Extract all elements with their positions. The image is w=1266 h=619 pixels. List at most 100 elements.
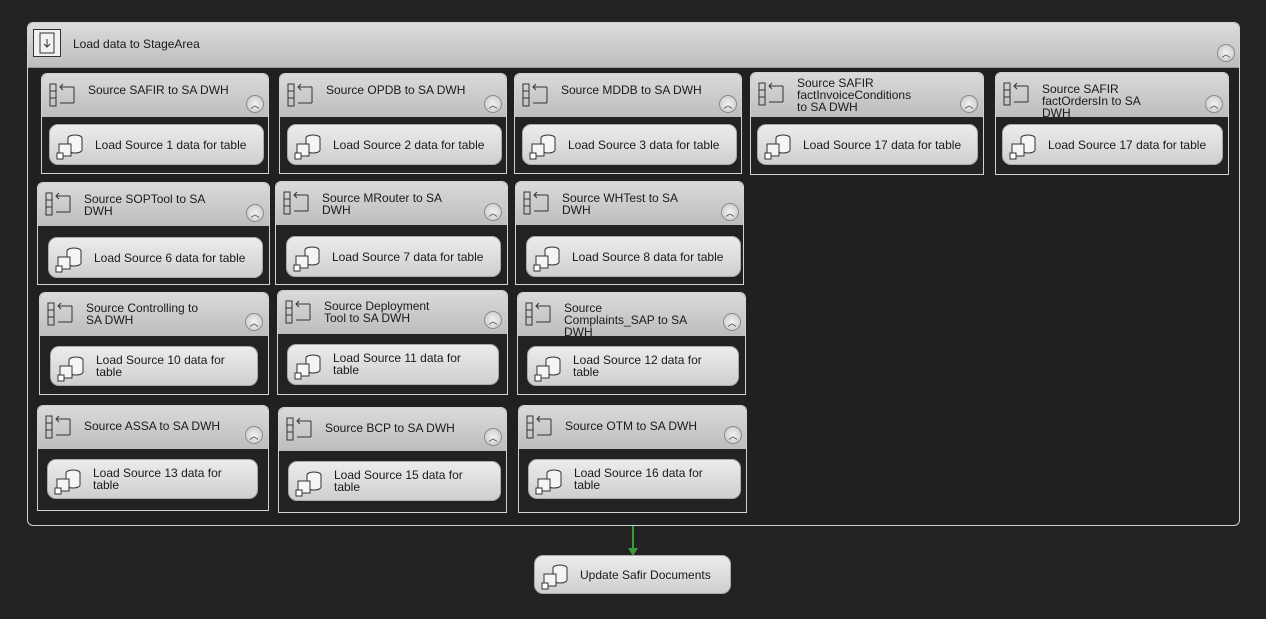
- task-label: Load Source 17 data for table: [1048, 138, 1207, 152]
- chevron-up-icon[interactable]: ︿: [719, 95, 737, 113]
- chevron-up-icon[interactable]: ︿: [721, 203, 739, 221]
- execute-sql-task[interactable]: Load Source 17 data for table: [1002, 124, 1223, 165]
- container-title: Source ASSA to SA DWH: [84, 419, 221, 433]
- chevron-up-icon[interactable]: ︿: [246, 95, 264, 113]
- task-label: Load Source 10 data for table: [96, 353, 225, 379]
- container-header[interactable]: Source OTM to SA DWH ︿: [519, 406, 746, 449]
- task-label: Update Safir Documents: [580, 568, 711, 582]
- precedence-constraint-arrow[interactable]: [626, 526, 640, 557]
- execute-sql-task[interactable]: Load Source 10 data for table: [50, 346, 258, 386]
- update-safir-documents-task[interactable]: Update Safir Documents: [534, 555, 731, 594]
- execute-sql-task[interactable]: Load Source 1 data for table: [49, 124, 264, 165]
- container-title: Source Deployment Tool to SA DWH: [324, 299, 430, 325]
- container-icon: [525, 302, 551, 326]
- container-icon: [522, 83, 548, 107]
- task-label: Load Source 16 data for table: [574, 466, 703, 492]
- container-source-opdb[interactable]: Source OPDB to SA DWH ︿ Load Source 2 da…: [279, 73, 507, 174]
- task-label: Load Source 6 data for table: [94, 251, 246, 265]
- chevron-up-icon[interactable]: ︿: [960, 95, 978, 113]
- container-title: Source WHTest to SA DWH: [562, 191, 678, 217]
- chevron-up-icon[interactable]: ︿: [246, 204, 264, 222]
- container-source-mrouter[interactable]: Source MRouter to SA DWH ︿ Load Source 7…: [275, 181, 508, 285]
- container-header[interactable]: Source Complaints_SAP to SA DWH ︿: [518, 293, 745, 338]
- container-source-assa[interactable]: Source ASSA to SA DWH ︿ Load Source 13 d…: [37, 405, 269, 511]
- execute-sql-task[interactable]: Load Source 15 data for table: [288, 461, 501, 501]
- task-label: Load Source 8 data for table: [572, 250, 724, 264]
- container-title: Source SAFIR to SA DWH: [88, 83, 229, 97]
- task-label: Load Source 7 data for table: [332, 250, 484, 264]
- sql-task-icon: [529, 134, 556, 160]
- container-header[interactable]: Source MDDB to SA DWH ︿: [515, 74, 741, 117]
- container-header[interactable]: Source OPDB to SA DWH ︿: [280, 74, 506, 117]
- sql-task-icon: [294, 354, 321, 380]
- container-header[interactable]: Source MRouter to SA DWH ︿: [276, 182, 507, 225]
- container-source-safir-factinvoiceconditions[interactable]: Source SAFIR factInvoiceConditions to SA…: [750, 72, 984, 175]
- container-icon: [526, 415, 552, 439]
- container-icon: [45, 415, 71, 439]
- sql-task-icon: [55, 247, 82, 273]
- container-header[interactable]: Source BCP to SA DWH ︿: [279, 408, 506, 451]
- chevron-up-icon[interactable]: ︿: [484, 95, 502, 113]
- container-source-complaints-sap[interactable]: Source Complaints_SAP to SA DWH ︿ Load S…: [517, 292, 746, 395]
- container-header[interactable]: Source Deployment Tool to SA DWH ︿: [278, 291, 507, 334]
- chevron-up-icon[interactable]: ︿: [1205, 95, 1223, 113]
- sql-task-icon: [54, 469, 81, 495]
- execute-sql-task[interactable]: Load Source 7 data for table: [286, 236, 501, 277]
- container-title: Source OTM to SA DWH: [565, 419, 698, 433]
- container-source-safir[interactable]: Source SAFIR to SA DWH ︿ Load Source 1 d…: [41, 73, 269, 174]
- container-header[interactable]: Source SAFIR factOrdersIn to SA DWH ︿: [996, 73, 1228, 119]
- container-title: Source SAFIR factInvoiceConditions to SA…: [797, 76, 912, 114]
- container-source-safir-factordersin[interactable]: Source SAFIR factOrdersIn to SA DWH ︿ Lo…: [995, 72, 1229, 175]
- execute-sql-task[interactable]: Load Source 8 data for table: [526, 236, 741, 277]
- container-icon: [47, 302, 73, 326]
- execute-sql-task[interactable]: Load Source 17 data for table: [757, 124, 978, 165]
- chevron-up-icon[interactable]: ︿: [1217, 44, 1235, 62]
- container-icon: [49, 83, 75, 107]
- container-source-otm[interactable]: Source OTM to SA DWH ︿ Load Source 16 da…: [518, 405, 747, 513]
- container-header[interactable]: Source SOPTool to SA DWH ︿: [38, 183, 269, 226]
- chevron-up-icon[interactable]: ︿: [484, 203, 502, 221]
- sql-task-icon: [294, 134, 321, 160]
- sql-task-icon: [1009, 134, 1036, 160]
- chevron-up-icon[interactable]: ︿: [245, 313, 263, 331]
- chevron-up-icon[interactable]: ︿: [724, 426, 742, 444]
- task-label: Load Source 17 data for table: [803, 138, 962, 152]
- task-label: Load Source 1 data for table: [95, 138, 247, 152]
- sql-task-icon: [57, 356, 84, 382]
- chevron-up-icon[interactable]: ︿: [245, 426, 263, 444]
- container-icon: [286, 417, 312, 441]
- container-header[interactable]: Source WHTest to SA DWH ︿: [516, 182, 743, 225]
- task-label: Load Source 2 data for table: [333, 138, 485, 152]
- container-source-bcp[interactable]: Source BCP to SA DWH ︿ Load Source 15 da…: [278, 407, 507, 513]
- container-header[interactable]: Source SAFIR to SA DWH ︿: [42, 74, 268, 117]
- execute-sql-task[interactable]: Load Source 11 data for table: [287, 344, 499, 385]
- sequence-container-title: Load data to StageArea: [73, 37, 200, 51]
- container-source-mddb[interactable]: Source MDDB to SA DWH ︿ Load Source 3 da…: [514, 73, 742, 174]
- container-source-deployment-tool[interactable]: Source Deployment Tool to SA DWH ︿ Load …: [277, 290, 508, 395]
- container-icon: [283, 191, 309, 215]
- sequence-container-header[interactable]: Load data to StageArea ︿: [28, 23, 1239, 68]
- execute-sql-task[interactable]: Load Source 16 data for table: [528, 459, 741, 499]
- container-source-whtest[interactable]: Source WHTest to SA DWH ︿ Load Source 8 …: [515, 181, 744, 285]
- chevron-up-icon[interactable]: ︿: [484, 428, 502, 446]
- task-label: Load Source 3 data for table: [568, 138, 720, 152]
- execute-sql-task[interactable]: Load Source 13 data for table: [47, 459, 258, 499]
- execute-sql-task[interactable]: Load Source 3 data for table: [522, 124, 737, 165]
- container-title: Source SOPTool to SA DWH: [84, 192, 205, 218]
- chevron-up-icon[interactable]: ︿: [723, 313, 741, 331]
- container-header[interactable]: Source Controlling to SA DWH ︿: [40, 293, 268, 336]
- container-header[interactable]: Source ASSA to SA DWH ︿: [38, 406, 268, 449]
- execute-sql-task[interactable]: Load Source 2 data for table: [287, 124, 502, 165]
- sql-task-icon: [295, 471, 322, 497]
- sequence-container-icon: [33, 29, 61, 57]
- container-source-soptool[interactable]: Source SOPTool to SA DWH ︿ Load Source 6…: [37, 182, 270, 285]
- container-source-controlling[interactable]: Source Controlling to SA DWH ︿ Load Sour…: [39, 292, 269, 395]
- sql-task-icon: [541, 564, 568, 590]
- chevron-up-icon[interactable]: ︿: [484, 311, 502, 329]
- container-icon: [45, 192, 71, 216]
- container-icon: [1003, 82, 1029, 106]
- execute-sql-task[interactable]: Load Source 12 data for table: [527, 346, 739, 386]
- container-title: Source MRouter to SA DWH: [322, 191, 442, 217]
- container-header[interactable]: Source SAFIR factInvoiceConditions to SA…: [751, 73, 983, 117]
- execute-sql-task[interactable]: Load Source 6 data for table: [48, 237, 263, 278]
